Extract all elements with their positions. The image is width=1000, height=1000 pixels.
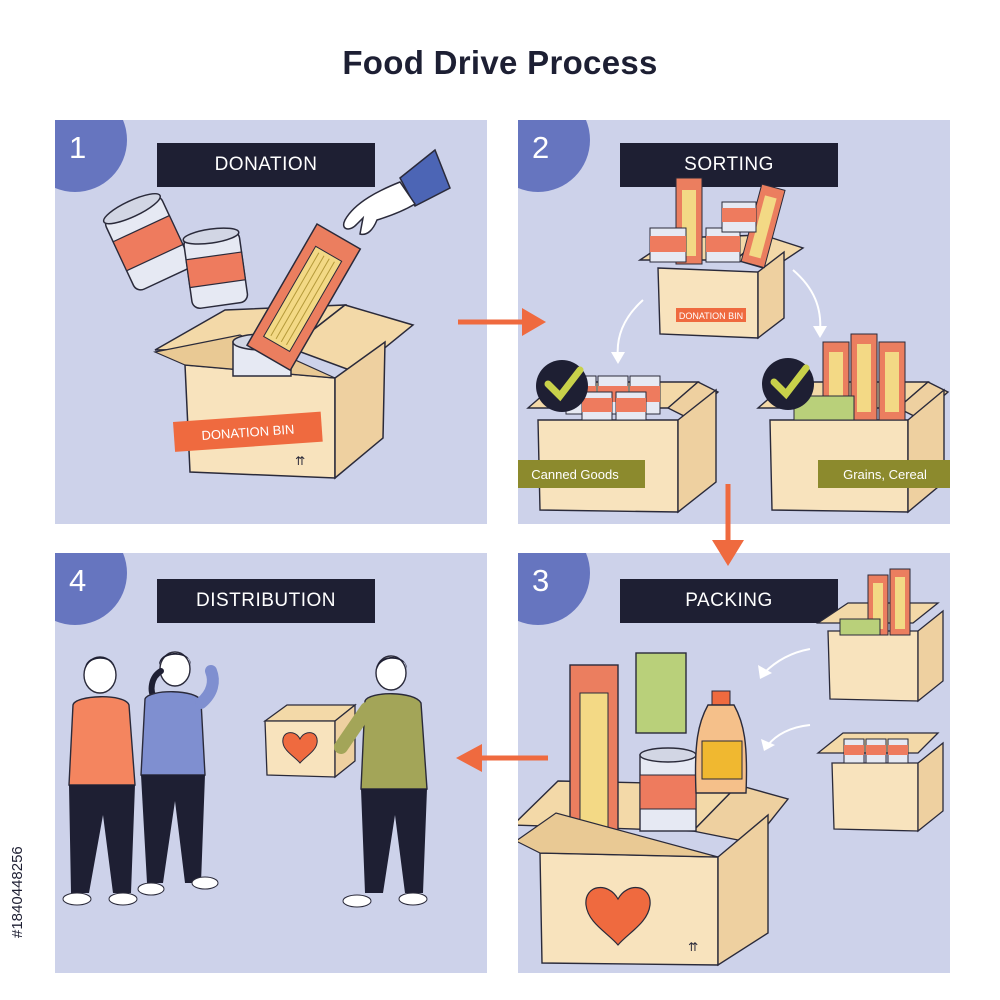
- can-icon: [705, 227, 741, 263]
- svg-text:⇈: ⇈: [688, 940, 698, 954]
- can-icon: [182, 227, 249, 310]
- svg-text:⇈: ⇈: [295, 454, 305, 468]
- distribution-illustration: [62, 651, 428, 908]
- pasta-pack-icon: [878, 341, 906, 421]
- page-title: Food Drive Process: [342, 44, 658, 81]
- box-label: DONATION BIN: [201, 422, 295, 443]
- pasta-pack-icon: [889, 568, 911, 636]
- donation-illustration: DONATION BIN ⇈: [102, 148, 451, 480]
- pasta-pack-icon: [245, 222, 362, 372]
- step-label: PACKING: [620, 579, 838, 623]
- step-label: SORTING: [620, 143, 838, 187]
- category-label: Canned Goods: [531, 467, 619, 482]
- step-distribution-panel: 4 DISTRIBUTION: [55, 553, 487, 973]
- can-icon: [102, 192, 192, 291]
- step-label: DISTRIBUTION: [157, 579, 375, 623]
- step-number-badge: 1: [55, 120, 127, 192]
- can-icon: [887, 738, 909, 764]
- category-label: Grains, Cereal: [843, 467, 927, 482]
- sauce-bottle-icon: [694, 690, 748, 794]
- arrow-icon: [712, 484, 744, 566]
- pasta-pack-icon: [850, 333, 878, 421]
- arrow-icon: [456, 744, 548, 772]
- person-icon: [137, 651, 219, 896]
- can-icon: [865, 738, 887, 764]
- box-label: DONATION BIN: [679, 311, 743, 321]
- heart-icon: [585, 886, 651, 946]
- step-packing-panel: 3 PACKING: [518, 553, 950, 973]
- box-icon: [263, 703, 357, 779]
- person-icon: [334, 655, 428, 908]
- can-icon: [843, 738, 865, 764]
- packing-illustration: ⇈: [518, 568, 944, 967]
- heart-icon: [282, 732, 318, 764]
- svg-text:#1840448256: #1840448256: [9, 846, 26, 938]
- can-icon: [581, 391, 613, 421]
- can-icon: [639, 747, 697, 832]
- hand-icon: [343, 148, 451, 236]
- can-icon: [721, 201, 757, 233]
- person-icon: [62, 656, 138, 906]
- step-donation-panel: 1 DONATION: [55, 120, 487, 524]
- can-icon: [615, 391, 647, 421]
- step-label: DONATION: [157, 143, 375, 187]
- checkmark-icon: [762, 358, 814, 410]
- step-sorting-panel: 2 SORTING DONATION BIN: [518, 120, 950, 524]
- checkmark-icon: [536, 360, 588, 412]
- stock-id: #1840448256: [9, 846, 26, 938]
- can-icon: [649, 227, 687, 263]
- sorting-illustration: DONATION BIN Canned Goods: [518, 177, 950, 514]
- step-number-badge: 2: [518, 120, 590, 192]
- arrow-icon: [458, 308, 546, 336]
